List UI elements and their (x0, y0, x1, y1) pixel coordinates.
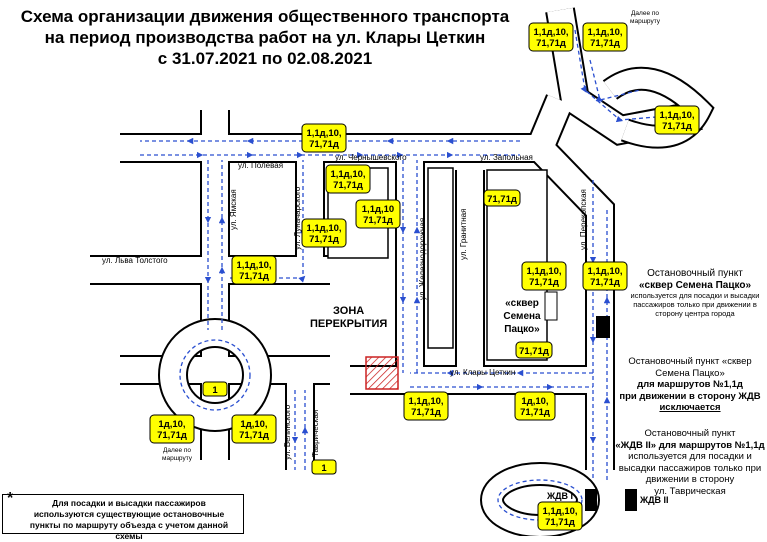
title-line: с 31.07.2021 по 02.08.2021 (157, 49, 373, 68)
svg-text:1д,10,71,71д: 1д,10,71,71д (520, 396, 550, 418)
svg-text:1д,10,71,71д: 1д,10,71,71д (239, 419, 269, 441)
zhdv2-label: ЖДВ II (639, 495, 669, 505)
skver-label: «сквер (505, 298, 539, 309)
street-label: ул. Льва Толстого (102, 256, 168, 265)
street-label: ул. Чернышевского (335, 153, 407, 162)
zhdv1-label: ЖДВ I (546, 491, 573, 501)
bus-stop-marker (544, 291, 558, 321)
bus-stop-marker (596, 316, 610, 338)
svg-text:1,1д,10,71,71д: 1,1д,10,71,71д (306, 128, 341, 150)
route-box: 1,1д,10,71,71д (582, 22, 628, 52)
route-box: 1,1д,10,71,71д (325, 164, 371, 194)
scheme-title: Схема организации движения общественного… (10, 6, 520, 69)
route-box: 1,1д,10,71,71д (528, 22, 574, 52)
title-line: Схема организации движения общественного… (20, 7, 510, 26)
svg-text:1: 1 (321, 463, 327, 474)
title-line: на период производства работ на ул. Клар… (44, 28, 486, 47)
svg-text:1,1д,10,71,71д: 1,1д,10,71,71д (330, 169, 365, 191)
street-label: ул. Гранитная (459, 209, 468, 260)
route-box: 1,1д,10,71,71д (403, 391, 449, 421)
skver-label: Семена (503, 311, 541, 322)
route-box: 1,1д,10,71,71д (521, 261, 567, 291)
route-box: 1,1д,10,71,71д (231, 255, 277, 285)
route-box: 1,1д,10,71,71д (301, 123, 347, 153)
svg-text:1,1д,10,71,71д: 1,1д,10,71,71д (542, 506, 577, 528)
bus-stop-marker (585, 489, 597, 511)
route-box: 1 (311, 459, 337, 475)
asterisk: * (7, 490, 14, 507)
svg-text:1,1д,10,71,71д: 1,1д,10,71,71д (587, 27, 622, 49)
note-stop-zhdv2: Остановочный пункт «ЖДВ II» для маршруто… (615, 428, 765, 497)
street-label: ул. Клары Цеткин (450, 368, 515, 377)
svg-text:1,1д,10,71,71д: 1,1д,10,71,71д (533, 27, 568, 49)
svg-text:1,1д,10,71,71д: 1,1д,10,71,71д (587, 266, 622, 288)
footnote-text: Для посадки и высадки пассажиров использ… (29, 498, 229, 541)
note-stop-skver-excluded: Остановочный пункт «сквер Семена Пацко» … (619, 356, 761, 413)
closure-zone-label: ЗОНА ПЕРЕКРЫТИЯ (310, 305, 388, 330)
street-label: ул. Белинского (283, 404, 292, 460)
route-box: 1д,10,71,71д (514, 391, 556, 421)
route-box: 71,71д (483, 189, 521, 207)
route-box: 1 (202, 381, 228, 397)
street-label: ул. Ямская (229, 189, 238, 230)
svg-text:1,1д,10,71,71д: 1,1д,10,71,71д (306, 223, 341, 245)
svg-text:71,71д: 71,71д (487, 194, 517, 205)
closure-zone (365, 356, 399, 390)
svg-text:1,1д,10,71,71д: 1,1д,10,71,71д (408, 396, 443, 418)
svg-text:1,1д,10,71,71д: 1,1д,10,71,71д (659, 110, 694, 132)
street-label: ул. Запольная (480, 153, 533, 162)
footnote: * Для посадки и высадки пассажиров испол… (2, 490, 244, 541)
svg-text:1: 1 (212, 385, 218, 396)
bus-stop-marker (625, 489, 637, 511)
street-label: ул. Железнодорожная (418, 218, 427, 300)
route-box: 1,1д,10,71,71д (582, 261, 628, 291)
route-box: 71,71д (515, 341, 553, 359)
route-box: 1д,10,71,71д (231, 414, 277, 444)
dalee-label: Далее по маршруту (162, 447, 193, 462)
route-labels: 1,1д,10,71,71д 1,1д,10,71,71д 1,1д,10,71… (149, 22, 700, 531)
skver-label: Пацко» (504, 324, 540, 335)
route-box: 1,1д,10,71,71д (301, 218, 347, 248)
street-label: ул. Полевая (238, 161, 283, 170)
street-label: ул. Перекопская (579, 189, 588, 250)
svg-text:1д,10,71,71д: 1д,10,71,71д (157, 419, 187, 441)
svg-text:71,71д: 71,71д (519, 346, 549, 357)
svg-text:1,1д,10,71,71д: 1,1д,10,71,71д (526, 266, 561, 288)
route-box: 1д,10,71,71д (149, 414, 195, 444)
street-label: ул. Таврическая (311, 410, 320, 470)
svg-text:1,1д,10,71,71д: 1,1д,10,71,71д (236, 260, 271, 282)
dalee-label: Далее по маршруту (630, 10, 661, 25)
route-box: 1,1д,10,71,71д (537, 501, 583, 531)
street-label: ул. Луначарского (293, 186, 302, 250)
route-box: 1,1д,10,71,71д (654, 105, 700, 135)
note-stop-skver: Остановочный пункт «сквер Семена Пацко» … (630, 268, 760, 318)
